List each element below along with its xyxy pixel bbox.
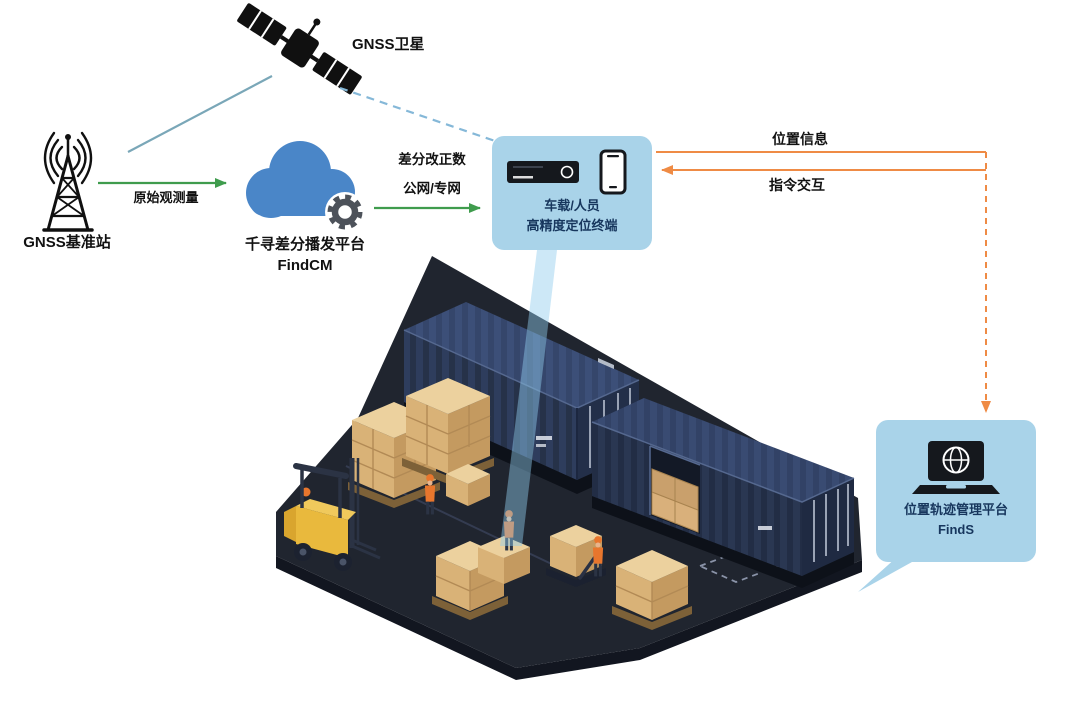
satellite-label: GNSS卫星 bbox=[352, 36, 425, 53]
flow-arrows bbox=[98, 151, 991, 413]
base-station-label: GNSS基准站 bbox=[23, 234, 111, 251]
command-exchange-label: 指令交互 bbox=[769, 177, 825, 193]
terminal-label-line2: 高精度定位终端 bbox=[526, 218, 618, 233]
floor-edge bbox=[276, 556, 862, 680]
box-cluster-right bbox=[612, 550, 692, 630]
container-2 bbox=[591, 398, 855, 588]
terminal-bubble: 车载/人员 高精度定位终端 bbox=[492, 136, 652, 250]
cloud-platform-label: 千寻差分播发平台 bbox=[244, 236, 365, 253]
correction-label-line2: 公网/专网 bbox=[403, 181, 461, 196]
correction-label-line1: 差分改正数 bbox=[398, 152, 466, 167]
warehouse-scene bbox=[276, 250, 862, 680]
laptop-globe-icon bbox=[912, 440, 1000, 494]
pallet-jack bbox=[546, 525, 606, 587]
base-station-icon bbox=[42, 131, 94, 232]
finds-bubble-tail bbox=[858, 552, 930, 592]
cloud-platform-product-label: FindCM bbox=[277, 257, 333, 274]
forklift bbox=[284, 458, 381, 571]
smartphone-icon bbox=[599, 149, 627, 194]
link-satellite-base bbox=[127, 75, 273, 153]
box-small bbox=[446, 464, 490, 506]
gear-icon bbox=[327, 194, 363, 230]
pallet-stack-right bbox=[402, 378, 494, 484]
terminal-label-line1: 车载/人员 bbox=[544, 197, 600, 213]
positioning-beam bbox=[500, 250, 557, 546]
finds-bubble: 位置轨迹管理平台 FindS bbox=[876, 420, 1036, 562]
finds-label-line2: FindS bbox=[937, 522, 975, 537]
cloud-icon bbox=[246, 141, 365, 232]
finds-label-line1: 位置轨迹管理平台 bbox=[903, 501, 1008, 517]
vehicle-terminal-icon bbox=[507, 160, 579, 183]
box-cluster-center bbox=[432, 536, 530, 620]
raw-observation-label: 原始观测量 bbox=[133, 190, 199, 205]
terminal-icons bbox=[507, 149, 627, 194]
position-info-label: 位置信息 bbox=[772, 131, 828, 147]
link-satellite-terminal bbox=[339, 86, 499, 144]
satellite-icon bbox=[237, 3, 362, 95]
